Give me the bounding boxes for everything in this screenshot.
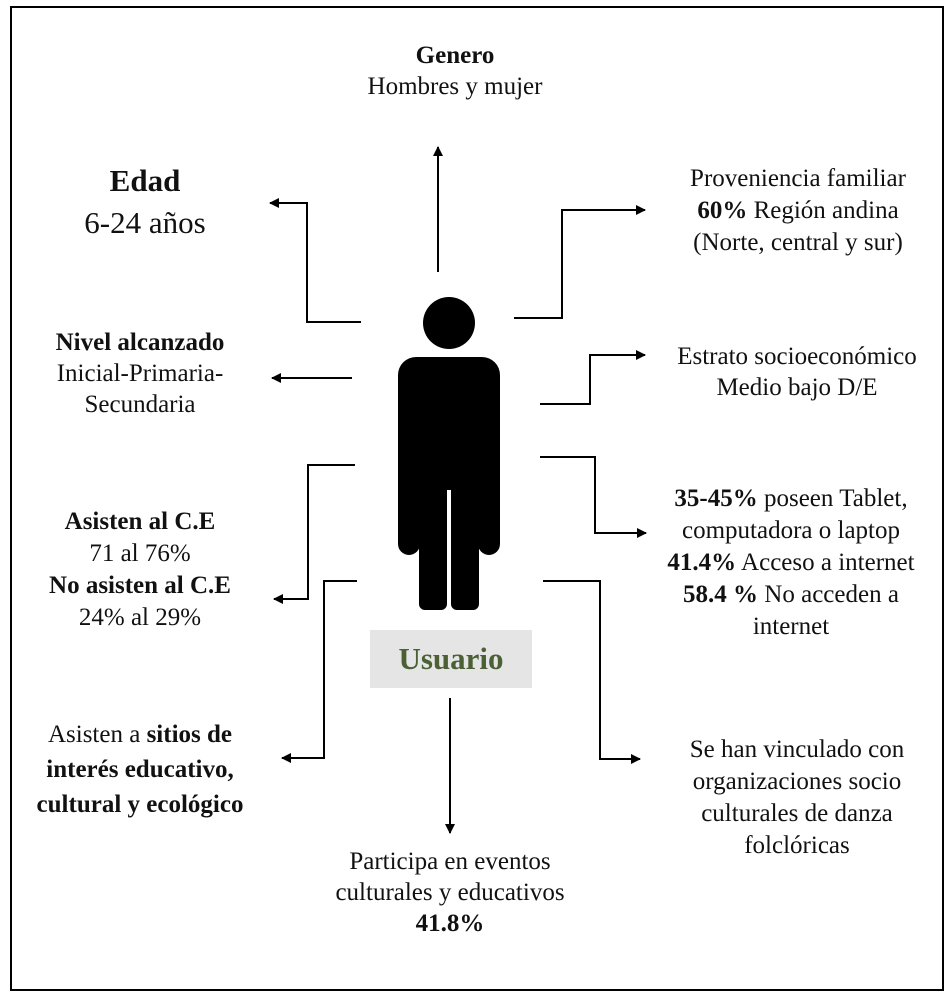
edad-title: Edad (109, 163, 181, 198)
genero-text: Hombres y mujer (367, 73, 543, 100)
estrato-line2: Medio bajo D/E (716, 374, 878, 401)
nivel-title: Nivel alcanzado (55, 329, 225, 356)
sitios-b1: sitios de (146, 721, 233, 748)
estrato-line1: Estrato socioeconómico (677, 343, 917, 370)
participa-line1: Participa en eventos (349, 848, 551, 875)
proveniencia-line1: Proveniencia familiar (690, 165, 906, 192)
organizaciones-line2: organizaciones socio (692, 768, 902, 795)
tablet-pct: 35-45% (674, 485, 758, 512)
arrow-to-tecnologia (540, 456, 647, 538)
no-internet-text: No acceden a (758, 581, 899, 608)
genero-block: Genero Hombres y mujer (330, 40, 580, 102)
asisten-value: 71 al 76% (89, 540, 191, 567)
participa-line2: culturales y educativos (335, 879, 565, 906)
no-internet-pct: 58.4 % (683, 581, 759, 608)
arrow-to-estrato (540, 350, 646, 405)
organizaciones-line4: folclóricas (744, 832, 850, 859)
organizaciones-line3: culturales de danza (701, 800, 893, 827)
asistencia-block: Asisten al C.E 71 al 76% No asisten al C… (10, 506, 270, 634)
genero-title: Genero (415, 42, 495, 69)
tablet-text: poseen Tablet, (757, 485, 908, 512)
edad-text: 6-24 años (84, 205, 206, 240)
asisten-title: Asisten al C.E (64, 508, 216, 535)
usuario-label: Usuario (398, 641, 504, 676)
person-icon (398, 297, 500, 610)
sitios-b2: interés educativo, (46, 756, 234, 783)
computadora-text: computadora o laptop (682, 517, 900, 544)
nivel-line2: Secundaria (84, 391, 196, 418)
no-asisten-title: No asisten al C.E (49, 572, 231, 599)
no-asisten-value: 24% al 29% (78, 604, 202, 631)
arrow-to-asistencia (273, 464, 355, 604)
nivel-line1: Inicial-Primaria- (56, 360, 224, 387)
proveniencia-line2: Región andina (747, 197, 899, 224)
proveniencia-block: Proveniencia familiar 60% Región andina … (650, 163, 946, 259)
internet-pct: 41.4% (667, 549, 737, 576)
organizaciones-block: Se han vinculado con organizaciones soci… (648, 734, 946, 862)
internet-line: internet (752, 613, 830, 640)
arrow-to-edad (269, 198, 361, 323)
tecnologia-block: 35-45% poseen Tablet, computadora o lapt… (636, 483, 946, 643)
internet-text: Acceso a internet (736, 549, 915, 576)
sitios-b3: cultural y ecológico (36, 791, 244, 818)
arrow-to-proveniencia (514, 205, 646, 319)
participa-block: Participa en eventos culturales y educat… (300, 846, 600, 939)
arrow-to-sitios (281, 580, 357, 763)
proveniencia-pct: 60% (697, 197, 748, 224)
diagram-frame (10, 6, 944, 991)
usuario-box: Usuario (370, 630, 532, 688)
proveniencia-line3: (Norte, central y sur) (693, 229, 903, 256)
organizaciones-line1: Se han vinculado con (689, 736, 905, 763)
nivel-block: Nivel alcanzado Inicial-Primaria- Secund… (10, 327, 270, 420)
participa-pct: 41.8% (415, 910, 485, 937)
arrow-to-organizaciones (543, 580, 641, 764)
estrato-block: Estrato socioeconómico Medio bajo D/E (648, 341, 946, 403)
sitios-pre: Asisten a (47, 721, 147, 748)
sitios-block: Asisten a sitios de interés educativo, c… (10, 717, 270, 822)
edad-block: Edad 6-24 años (40, 160, 250, 244)
